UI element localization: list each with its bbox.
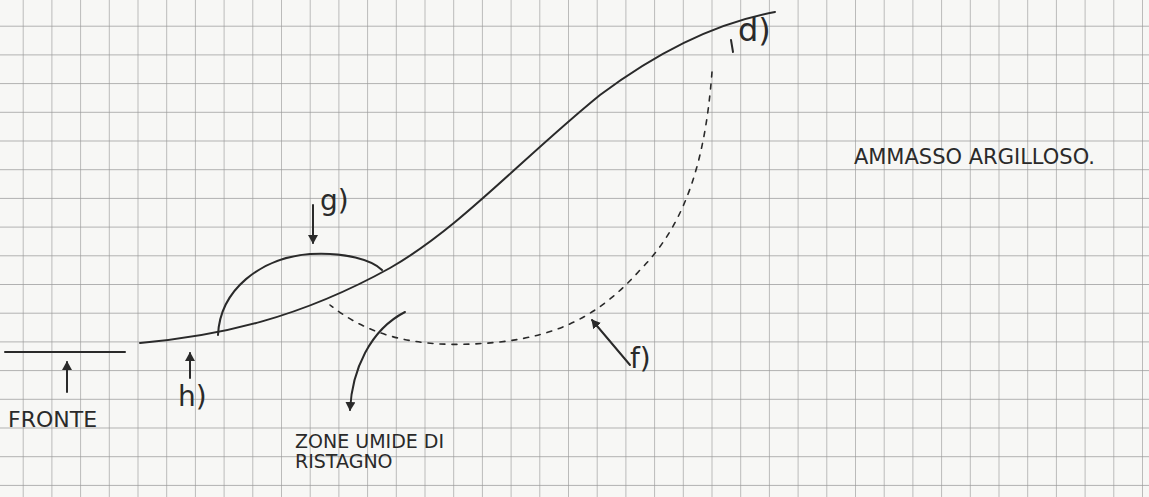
- slope-surface: [140, 12, 775, 343]
- material-note: AMMASSO ARGILLOSO.: [845, 146, 1095, 168]
- callout-letter: g): [320, 186, 370, 215]
- bulge: [218, 254, 382, 335]
- slip-surface: [330, 72, 712, 344]
- front-label: FRONTE: [8, 408, 128, 431]
- callout-letter: f): [630, 344, 680, 373]
- wet-zone-note: ZONE UMIDE DI RISTAGNO: [295, 432, 485, 472]
- front-line: [5, 351, 125, 353]
- tick: [731, 40, 733, 52]
- arrow-front: [66, 362, 68, 392]
- arrow-g: [312, 205, 314, 243]
- arrow-wet-zone: [350, 312, 405, 410]
- callout-letter: d): [738, 14, 798, 48]
- arrow-h: [189, 353, 191, 378]
- callout-letter: h): [178, 382, 228, 411]
- arrow-f: [592, 320, 630, 365]
